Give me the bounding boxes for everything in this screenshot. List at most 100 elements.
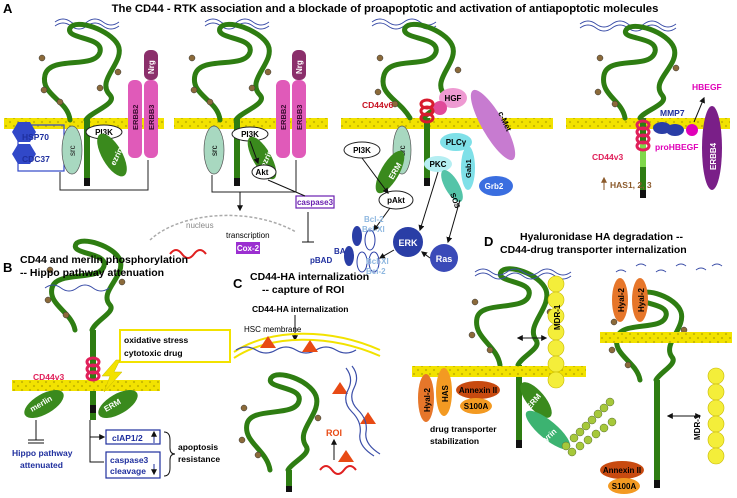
panel-c-title-2: -- capture of ROI — [262, 284, 344, 296]
lightning-icon — [101, 359, 123, 393]
gab1-ellipse — [461, 146, 475, 190]
panel-a4: CD44v3 MMP7 proHBEGF HBEGF ERBB4 HAS1, 2… — [592, 82, 722, 190]
nrg-label: Nrg — [147, 60, 156, 74]
bclxl-label-2: Bcl-Xl — [366, 257, 389, 266]
ha-triangle-2 — [302, 340, 318, 352]
mdr1-column-2 — [707, 367, 725, 465]
hyal2-ellipse-d2a — [612, 278, 628, 322]
pkc-ellipse — [424, 156, 452, 172]
hgf-label: HGF — [445, 94, 462, 103]
ciap-label: cIAP1/2 — [112, 433, 143, 443]
dna-helix — [169, 249, 207, 259]
cd44v6-coils — [419, 98, 435, 124]
s100a-label: S100A — [464, 402, 489, 411]
erbb4-label: ERBB4 — [709, 142, 718, 170]
panel-c: CD44-HA internalization HSC membrane ROI — [233, 304, 381, 475]
s100a-label-2: S100A — [612, 482, 637, 491]
panel-c-title-1: CD44-HA internalization — [250, 271, 369, 283]
erbb4-ellipse — [702, 106, 722, 190]
has-label: HAS1, 2, 3 — [610, 180, 652, 190]
roi-label: ROI — [326, 428, 342, 438]
ha-blue-c-2 — [345, 367, 375, 457]
transcription-label: transcription — [226, 231, 270, 240]
hyal2-ellipse — [418, 374, 434, 422]
panel-a-letter: A — [3, 1, 13, 16]
dna-helix-c — [319, 465, 357, 475]
panel-a2: Nrg ERBB2 ERBB3 src PI3K ezrin Akt caspa… — [149, 50, 335, 259]
sos-ellipse — [441, 170, 463, 202]
brace — [163, 431, 176, 477]
mdr1-label: MDR-1 — [553, 304, 562, 330]
apoptosis-label-1: apoptosis — [178, 442, 218, 452]
bad-label: BAD — [334, 247, 352, 256]
erbb2-block — [128, 80, 142, 158]
erbb2-label-2: ERBB2 — [279, 105, 288, 130]
ras-label: Ras — [436, 254, 453, 264]
cdc37-label: CDC37 — [22, 154, 50, 164]
casp-cleave-label-1: caspase3 — [110, 455, 149, 465]
bclxl-label: Bcl-Xl — [362, 225, 385, 234]
ankyrin-ellipse — [525, 410, 571, 450]
erbb2-label: ERBB2 — [131, 105, 140, 130]
annexin-label: Annexin II — [459, 386, 497, 395]
ha-blue-c-3 — [351, 365, 381, 455]
panel-d-letter: D — [484, 234, 493, 249]
mmp7-ellipse-2 — [666, 124, 684, 136]
membrane-a2 — [174, 118, 328, 129]
akt-ellipse — [251, 164, 277, 180]
cd44v3-coils-b — [85, 356, 101, 382]
nucleus-label: nucleus — [186, 221, 214, 230]
hsc-membrane-arc-2 — [233, 338, 381, 359]
ha-fragments — [615, 263, 723, 273]
hbegf-label: HBEGF — [692, 82, 722, 92]
erk-circle — [393, 227, 423, 257]
hyal2-label-d2a: Hyal-2 — [617, 287, 626, 312]
microfilament-beads — [561, 397, 617, 457]
caspase3-label: caspase3 — [297, 198, 334, 207]
pi3k-label-3: PI3K — [353, 146, 371, 155]
panel-b: oxidative stress cytotoxic drug CD44v3 m… — [12, 284, 231, 479]
src-label-3: src — [398, 145, 407, 156]
hsp70-label: HSP70 — [22, 132, 49, 142]
mdr1-column — [547, 275, 565, 389]
hgf-ellipse — [439, 88, 467, 108]
nrg-block — [144, 50, 158, 80]
panel-d-title-1: Hyaluronidase HA degradation -- — [520, 231, 683, 243]
membrane-a3 — [341, 118, 553, 129]
cytotoxic-label: cytotoxic drug — [124, 348, 183, 358]
cox2-box — [236, 242, 260, 254]
ciap-box — [105, 429, 161, 445]
pkc-label: PKC — [430, 160, 447, 169]
has-ellipse — [436, 368, 452, 416]
ha-triangle-1 — [260, 336, 276, 348]
prohbegf-label: proHBEGF — [655, 142, 698, 152]
grb2-label: Grb2 — [485, 182, 504, 191]
erk-label: ERK — [398, 238, 418, 248]
pbad-label: pBAD — [310, 256, 332, 265]
src-ellipse — [61, 125, 83, 175]
src-label: src — [68, 145, 77, 156]
pakt-label: pAkt — [387, 196, 405, 205]
src-label-2: src — [210, 145, 219, 156]
erbb3-label-2: ERBB3 — [295, 105, 304, 130]
caspase3-box — [295, 195, 335, 209]
s100a-ellipse-2 — [608, 478, 640, 494]
prohbegf-dot — [686, 124, 698, 136]
panel-a3: HGF c-Met CD44v6 src ERM PI3K PLCγ PKC G… — [310, 88, 516, 276]
hgf-dot — [433, 101, 447, 115]
hsc-membrane-arc — [233, 332, 381, 353]
panel-d-title-2: CD44-drug transporter internalization — [500, 244, 687, 256]
bcl-ellipse-1 — [356, 251, 368, 273]
bad-ellipse — [352, 226, 362, 246]
panel-b-title-1: CD44 and merlin phosphorylation — [20, 254, 188, 266]
panel-a1: Nrg ERBB2 ERBB3 HSP70 CDC37 src PI3K ezr… — [12, 50, 158, 191]
ha-triangle-3 — [332, 382, 348, 394]
apoptosis-label-2: resistance — [178, 454, 220, 464]
cox2-label: Cox-2 — [237, 244, 260, 253]
hyal2-ellipse-d2b — [632, 278, 648, 322]
panel-c-sub: CD44-HA internalization — [252, 304, 349, 314]
pi3k-label-2: PI3K — [241, 130, 259, 139]
gab1-label: Gab1 — [464, 159, 473, 178]
pakt-ellipse — [378, 190, 414, 210]
